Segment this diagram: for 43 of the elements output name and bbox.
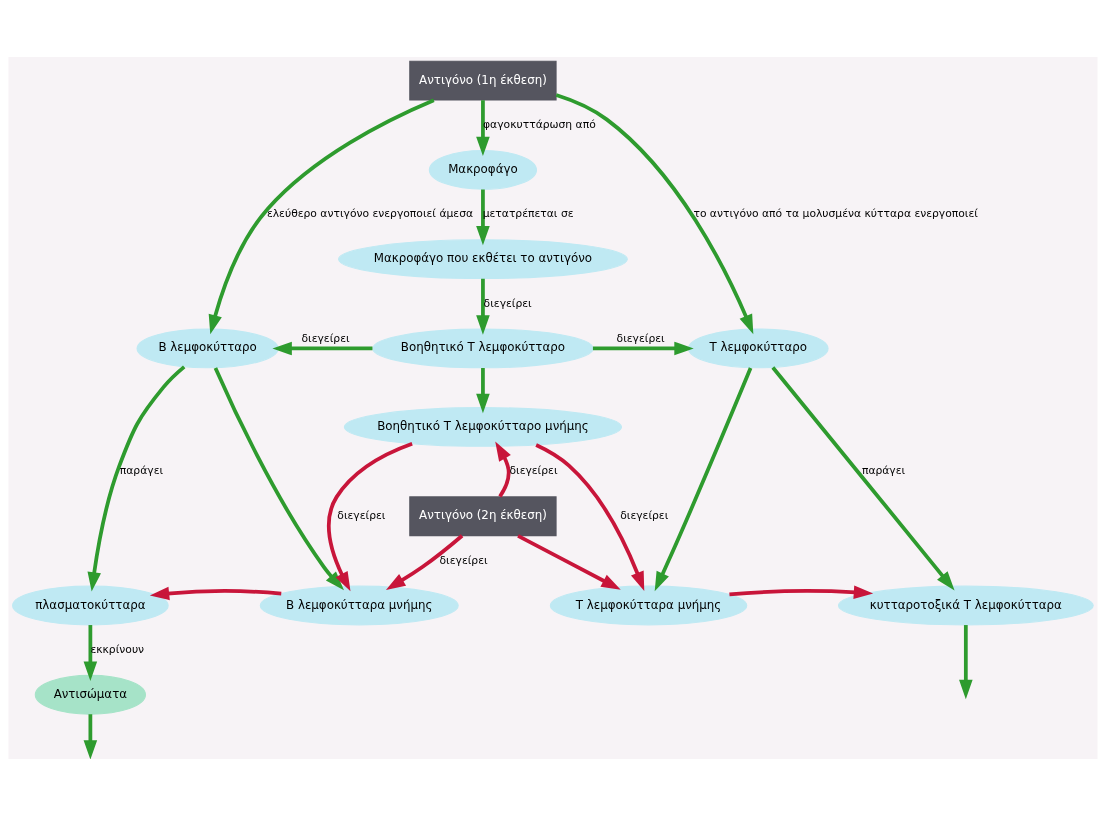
arrow bbox=[476, 368, 490, 414]
arrow bbox=[592, 341, 694, 356]
edge-label: ελεύθερο αντιγόνο ενεργοποιεί άμεσα bbox=[266, 207, 474, 221]
edge-label: διεγείρει bbox=[620, 508, 669, 522]
edge-label: διεγείρει bbox=[301, 332, 350, 346]
edge-label: διεγείρει bbox=[616, 332, 665, 346]
arrow bbox=[213, 367, 344, 591]
arrow bbox=[654, 367, 753, 592]
edge-label: διεγείρει bbox=[509, 464, 558, 478]
arrow bbox=[327, 441, 413, 592]
edge-label: διεγείρει bbox=[439, 553, 488, 567]
edge-label: παράγει bbox=[861, 464, 906, 478]
node-ellipse: Β λεμφοκύτταρα μνήμης bbox=[259, 585, 459, 626]
node-box: Αντιγόνο (1η έκθεση) bbox=[409, 60, 557, 101]
node-ellipse: Αντισώματα bbox=[34, 674, 146, 715]
arrow bbox=[272, 341, 373, 356]
edge-label: διεγείρει bbox=[337, 508, 386, 522]
node-ellipse: Βοηθητικό Τ λεμφοκύτταρο μνήμης bbox=[343, 407, 623, 447]
arrow bbox=[729, 585, 874, 599]
node-box: Αντιγόνο (2η έκθεση) bbox=[409, 496, 557, 537]
arrow bbox=[476, 189, 490, 246]
node-ellipse: Μακροφάγο bbox=[428, 150, 538, 190]
arrow bbox=[83, 625, 98, 681]
arrow bbox=[771, 366, 955, 591]
arrow bbox=[476, 100, 490, 157]
edge-label: το αντιγόνο από τα μολυσμένα κύτταρα ενεργοποιεί bbox=[693, 207, 978, 221]
arrow bbox=[495, 441, 511, 498]
edge-label: παράγει bbox=[119, 464, 164, 478]
arrow bbox=[476, 278, 490, 335]
arrow bbox=[87, 365, 186, 592]
arrow bbox=[517, 534, 621, 590]
arrow bbox=[535, 443, 645, 592]
arrow bbox=[208, 98, 435, 335]
arrow bbox=[83, 714, 98, 759]
arrow bbox=[385, 534, 464, 590]
node-ellipse: Τ λεμφοκύτταρο bbox=[687, 328, 829, 369]
arrow bbox=[555, 93, 754, 335]
node-ellipse: Τ λεμφοκύτταρα μνήμης bbox=[549, 585, 748, 626]
node-ellipse: Β λεμφοκύτταρο bbox=[136, 328, 279, 369]
node-ellipse: Βοηθητικό Τ λεμφοκύτταρο bbox=[372, 328, 594, 369]
node-ellipse: Μακροφάγο που εκθέτει το αντιγόνο bbox=[338, 239, 628, 280]
arrow bbox=[959, 625, 973, 700]
arrow bbox=[149, 586, 282, 601]
